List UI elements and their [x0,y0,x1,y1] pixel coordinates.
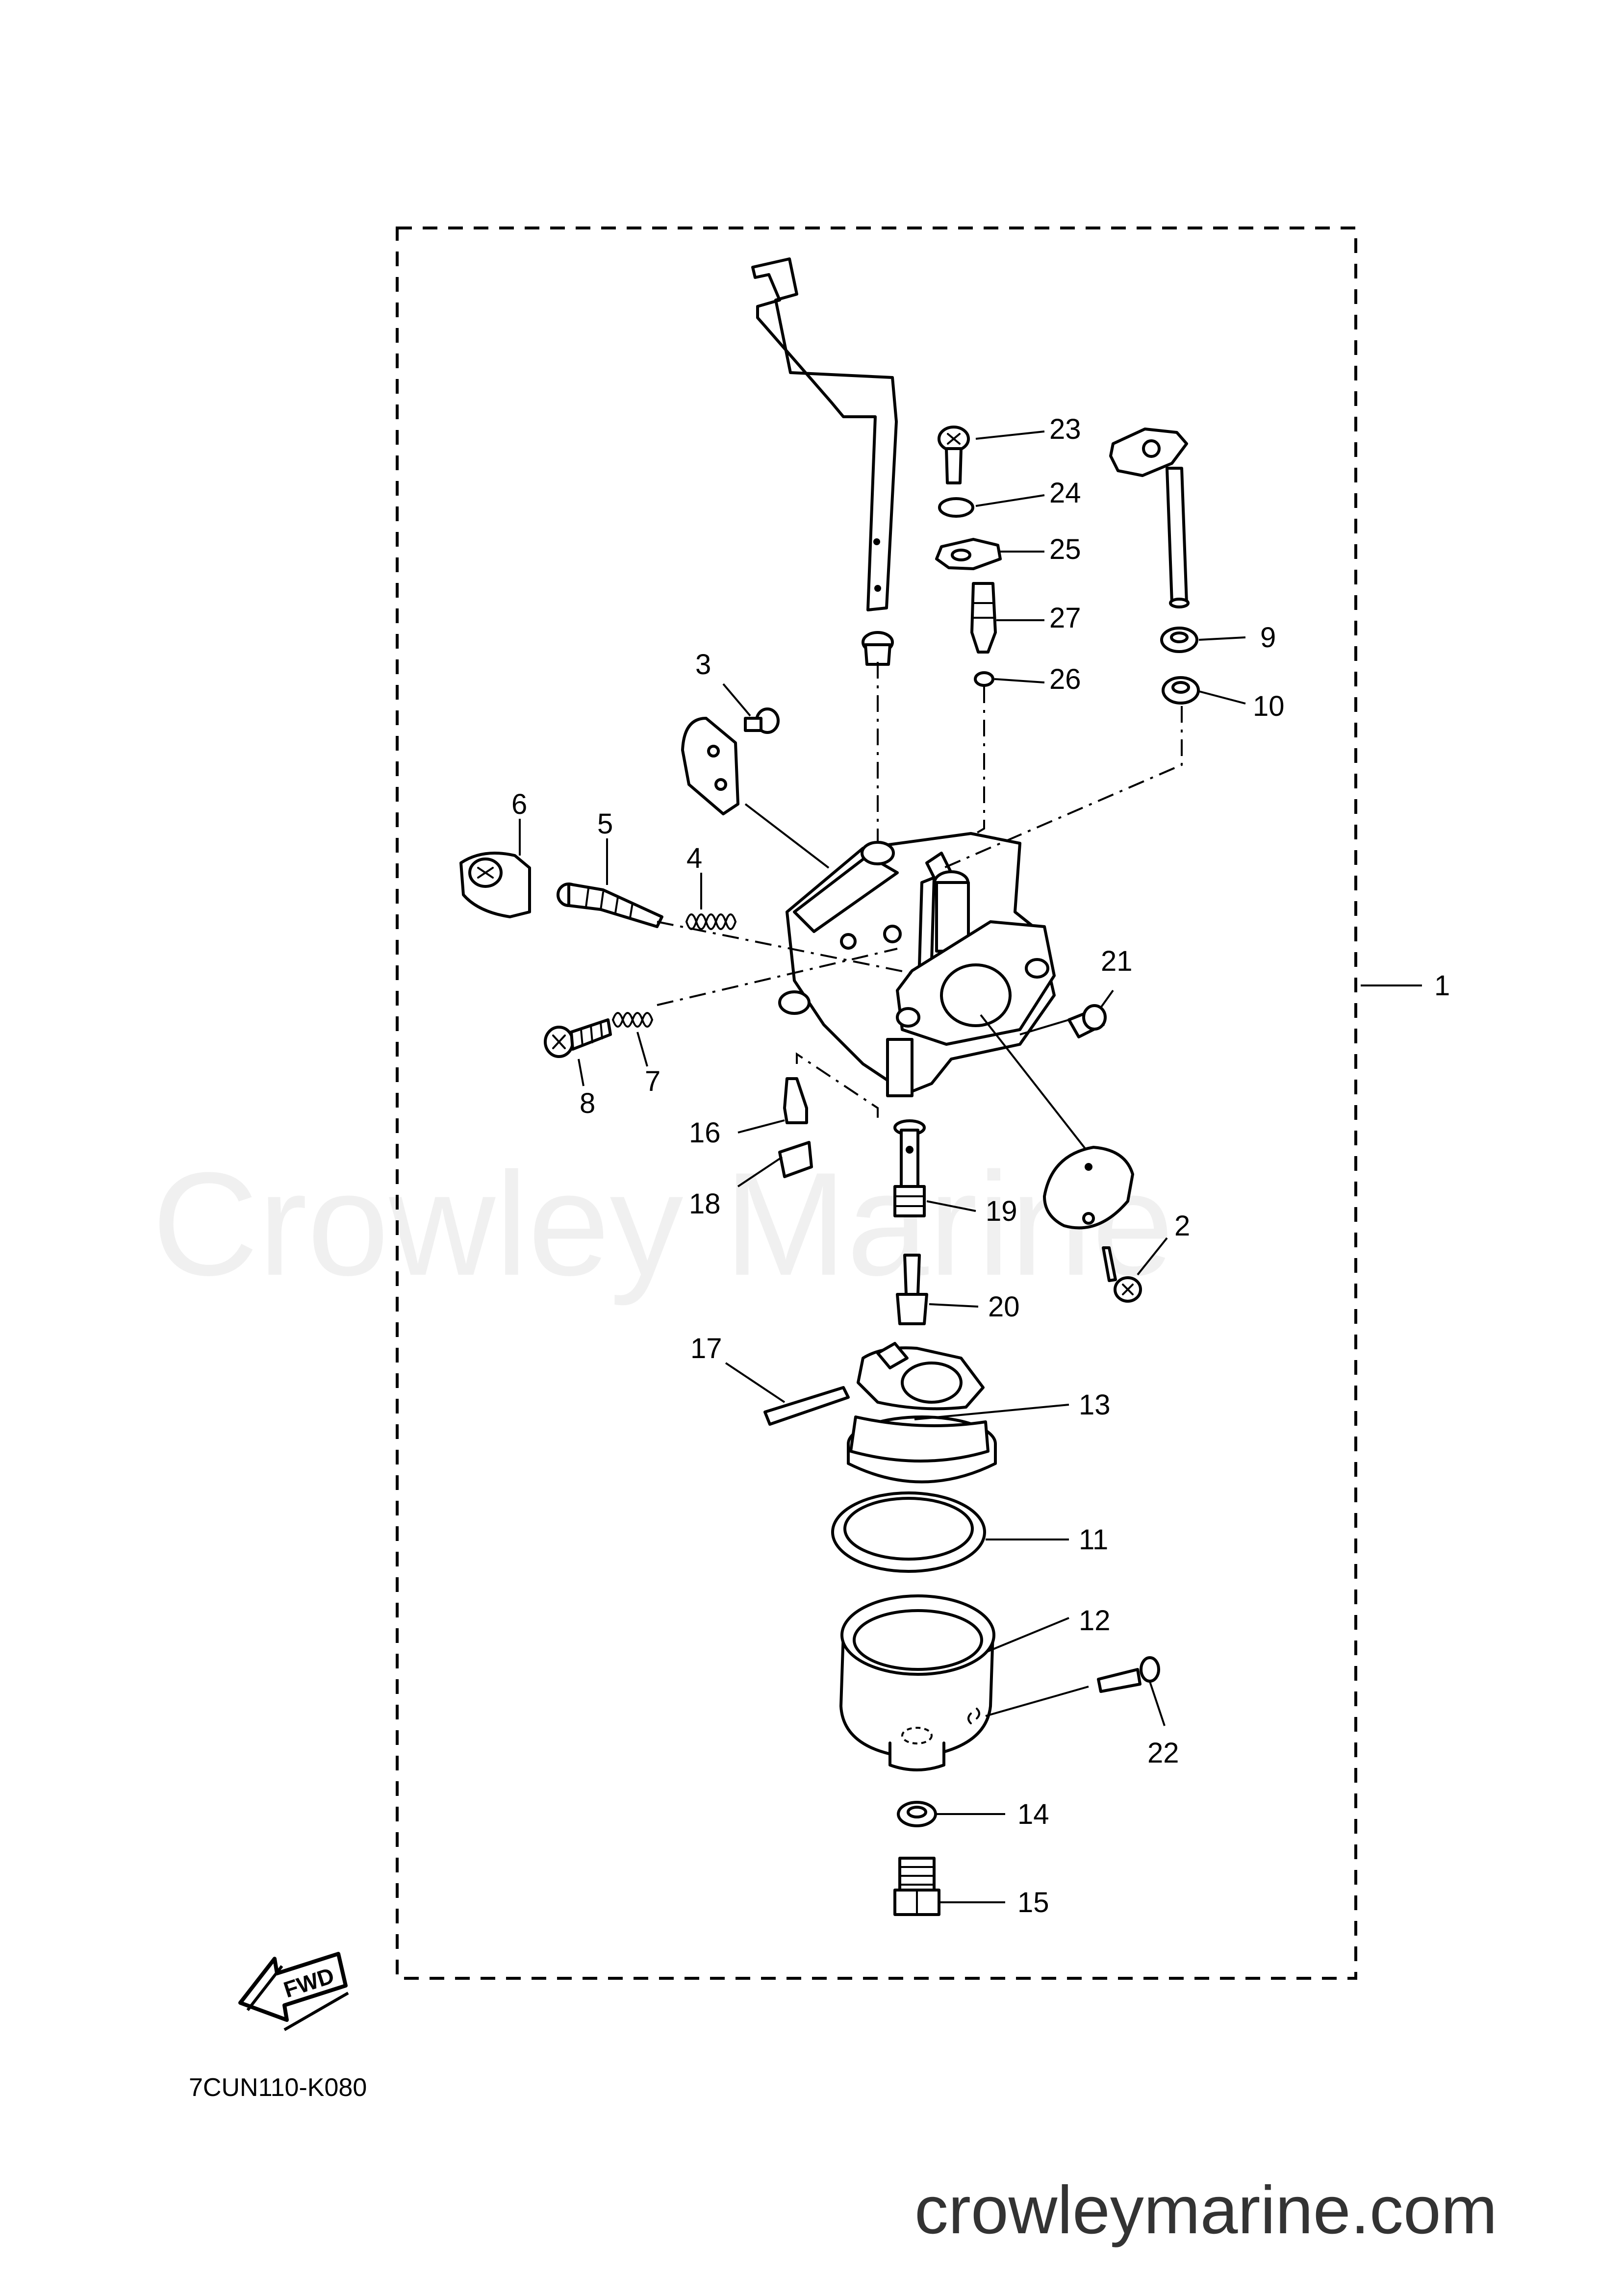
main-nozzle-19 [893,1119,926,1217]
drain-bolt-15 [893,1857,940,1916]
plug-cap [862,631,894,666]
callout-14: 14 [1017,1798,1049,1830]
callout-27: 27 [1049,602,1081,634]
pilot-screw-5 [557,883,663,928]
centerline [796,1052,879,1120]
spring-7 [612,1012,653,1028]
pin-17 [763,1386,850,1426]
callout-1: 1 [1434,970,1450,1002]
centerline [657,921,913,974]
screw-2 [1102,1246,1142,1303]
plug-21 [1067,1004,1107,1038]
main-jet-20 [896,1254,928,1325]
callout-21: 21 [1101,945,1133,977]
callout-22: 22 [1147,1737,1179,1769]
callout-5: 5 [597,808,613,840]
callout-4: 4 [686,842,702,874]
watermark: Crowley Marine [152,1141,1174,1307]
float-13 [847,1342,997,1484]
washer-24 [938,497,974,518]
callout-26: 26 [1049,663,1081,695]
linkage-rod [751,257,898,611]
leader-lines [519,430,1422,1903]
jet-27 [970,582,997,654]
footer-url: crowleymarine.com [914,2172,1497,2248]
centerline [943,706,1183,869]
callout-16: 16 [689,1117,721,1149]
screw-8 [544,1018,612,1058]
throttle-shaft [1109,428,1190,608]
needle-valve-16 [783,1077,808,1124]
centerline [657,948,898,1006]
centerline [975,686,985,834]
callout-13: 13 [1079,1389,1111,1421]
callout-15: 15 [1017,1887,1049,1918]
callout-23: 23 [1049,413,1081,445]
seal-9 [1160,627,1198,653]
callout-24: 24 [1049,477,1081,509]
o-ring-26 [974,671,994,687]
float-bowl-12 [839,1594,995,1771]
plate-25 [935,538,1002,570]
screw-23 [938,426,970,484]
seal-10 [1162,676,1200,705]
callout-11: 11 [1079,1524,1108,1556]
callout-12: 12 [1079,1605,1111,1637]
callout-17: 17 [690,1333,722,1364]
diagram-code: 7CUN110-K080 [189,2073,367,2102]
washer-14 [897,1801,937,1827]
clip-18 [778,1141,813,1178]
assembly-boundary [396,227,1357,1980]
diaphragm-cap [1043,1146,1134,1230]
callout-19: 19 [986,1195,1017,1227]
screw-22 [1097,1656,1160,1693]
screw-3 [744,707,780,734]
callout-3: 3 [695,649,711,681]
callout-10: 10 [1253,690,1285,722]
fwd-arrow-icon: FWD [238,1952,349,2031]
callout-2: 2 [1174,1210,1190,1242]
cover-plate [681,717,739,815]
callout-8: 8 [580,1087,595,1119]
callout-25: 25 [1049,533,1081,565]
gasket-11 [831,1491,986,1573]
carburetor-body [778,832,1056,1097]
callout-20: 20 [988,1291,1020,1323]
cap-6 [459,852,531,918]
callout-6: 6 [511,788,527,820]
callout-7: 7 [645,1065,660,1097]
spring-4 [685,913,736,930]
callout-18: 18 [689,1188,721,1220]
callout-9: 9 [1260,622,1276,654]
